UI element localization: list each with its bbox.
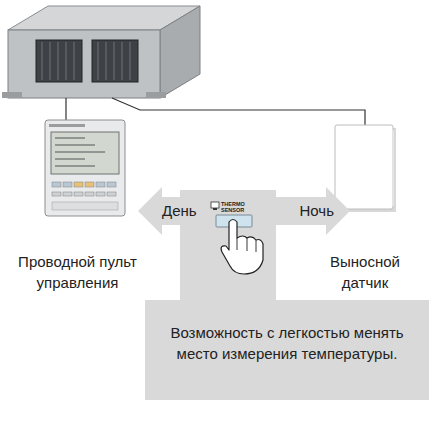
wire bbox=[112, 98, 365, 126]
wire bbox=[65, 98, 66, 120]
sensor-icon bbox=[211, 202, 219, 210]
indoor-unit bbox=[2, 6, 200, 98]
button-caption: THERMO SENSOR bbox=[221, 201, 251, 213]
band-text: Возможность с легкостью менять место изм… bbox=[155, 322, 419, 364]
pointing-hand bbox=[221, 220, 263, 275]
hand-detail bbox=[237, 238, 256, 252]
wired-remote: Проводной пульт управления bbox=[5, 118, 150, 293]
remote-controller bbox=[5, 118, 150, 218]
arrow-label: Ночь bbox=[274, 200, 334, 221]
device-label: Выносной датчик bbox=[315, 251, 415, 293]
device-label: Проводной пульт управления bbox=[5, 251, 150, 293]
caption-band: Возможность с легкостью менять место изм… bbox=[145, 300, 429, 400]
